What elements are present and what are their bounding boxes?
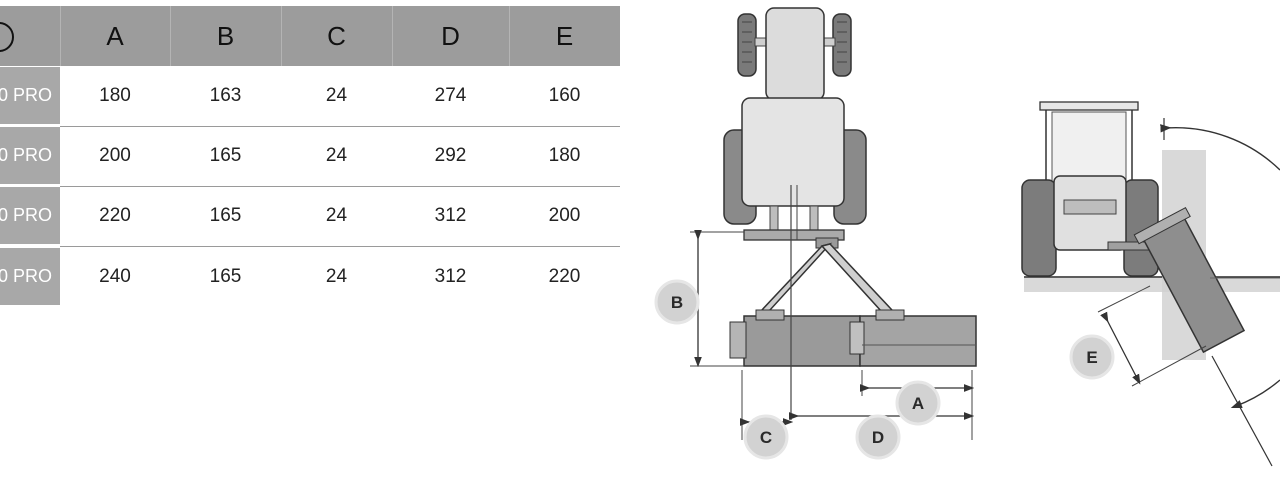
tilt-angle-arc (1160, 124, 1280, 171)
table-cell: 163 (209, 85, 242, 106)
svg-text:C: C (760, 428, 772, 447)
svg-text:B: B (671, 293, 683, 312)
side-arm (757, 242, 894, 314)
rear-wheel (1021, 179, 1057, 277)
column-header-e: E (555, 21, 574, 51)
table-cell: 24 (325, 266, 348, 287)
table-cell: 312 (434, 205, 467, 226)
dimension-badge-a: A (895, 380, 941, 426)
table-cell: 180 (99, 85, 131, 106)
table-cell: 160 (548, 85, 581, 106)
tractor-roof (1039, 101, 1139, 111)
table-cell: 240 (99, 266, 131, 287)
table-cell: 274 (434, 85, 467, 106)
column-header-d: D (441, 21, 460, 51)
svg-text:E: E (1086, 348, 1097, 367)
mower-deck-raised (1133, 206, 1246, 354)
row-model-label: 0 PRO (0, 127, 60, 184)
table-cell: 312 (434, 266, 467, 287)
rear-view-diagram: E (1021, 101, 1280, 467)
row-model-label: 0 PRO (0, 248, 60, 305)
table-cell: 165 (209, 266, 242, 287)
row-divider (60, 126, 620, 127)
top-view-diagram: B A C D (654, 7, 977, 460)
column-header-b: B (216, 21, 235, 51)
table-cell: 292 (434, 145, 467, 166)
table-cell: 200 (548, 205, 581, 226)
dimension-badge-e: E (1069, 334, 1115, 380)
row-model-label: 0 PRO (0, 67, 60, 124)
column-header-a: A (106, 21, 124, 51)
mower-deck-outer (859, 315, 977, 367)
three-point-hitch (743, 229, 845, 241)
dimension-e-line (1100, 311, 1141, 385)
svg-text:D: D (872, 428, 884, 447)
svg-text:A: A (912, 394, 924, 413)
dimension-badge-c: C (743, 414, 789, 460)
table-cell: 24 (325, 205, 348, 226)
mower-deck-inner (743, 315, 861, 367)
table-cell: 24 (325, 85, 348, 106)
table-cell: 180 (548, 145, 581, 166)
dimension-badge-d: D (855, 414, 901, 460)
tractor-hood (765, 7, 825, 101)
table-cell: 165 (209, 145, 242, 166)
table-cell: 220 (99, 205, 131, 226)
model-symbol-icon (0, 22, 14, 52)
tractor-cab (741, 97, 845, 207)
row-model-label: 0 PRO (0, 187, 60, 244)
row-divider (60, 246, 620, 247)
table-cell: 24 (325, 145, 348, 166)
front-wheel (832, 13, 852, 77)
table-cell: 165 (209, 205, 242, 226)
dimension-badge-b: B (654, 279, 700, 325)
front-wheel (737, 13, 757, 77)
table-cell: 220 (548, 266, 581, 287)
row-divider (60, 186, 620, 187)
table-cell: 200 (99, 145, 131, 166)
column-header-c: C (327, 21, 346, 51)
table-header-row: A B C D E (0, 6, 620, 66)
